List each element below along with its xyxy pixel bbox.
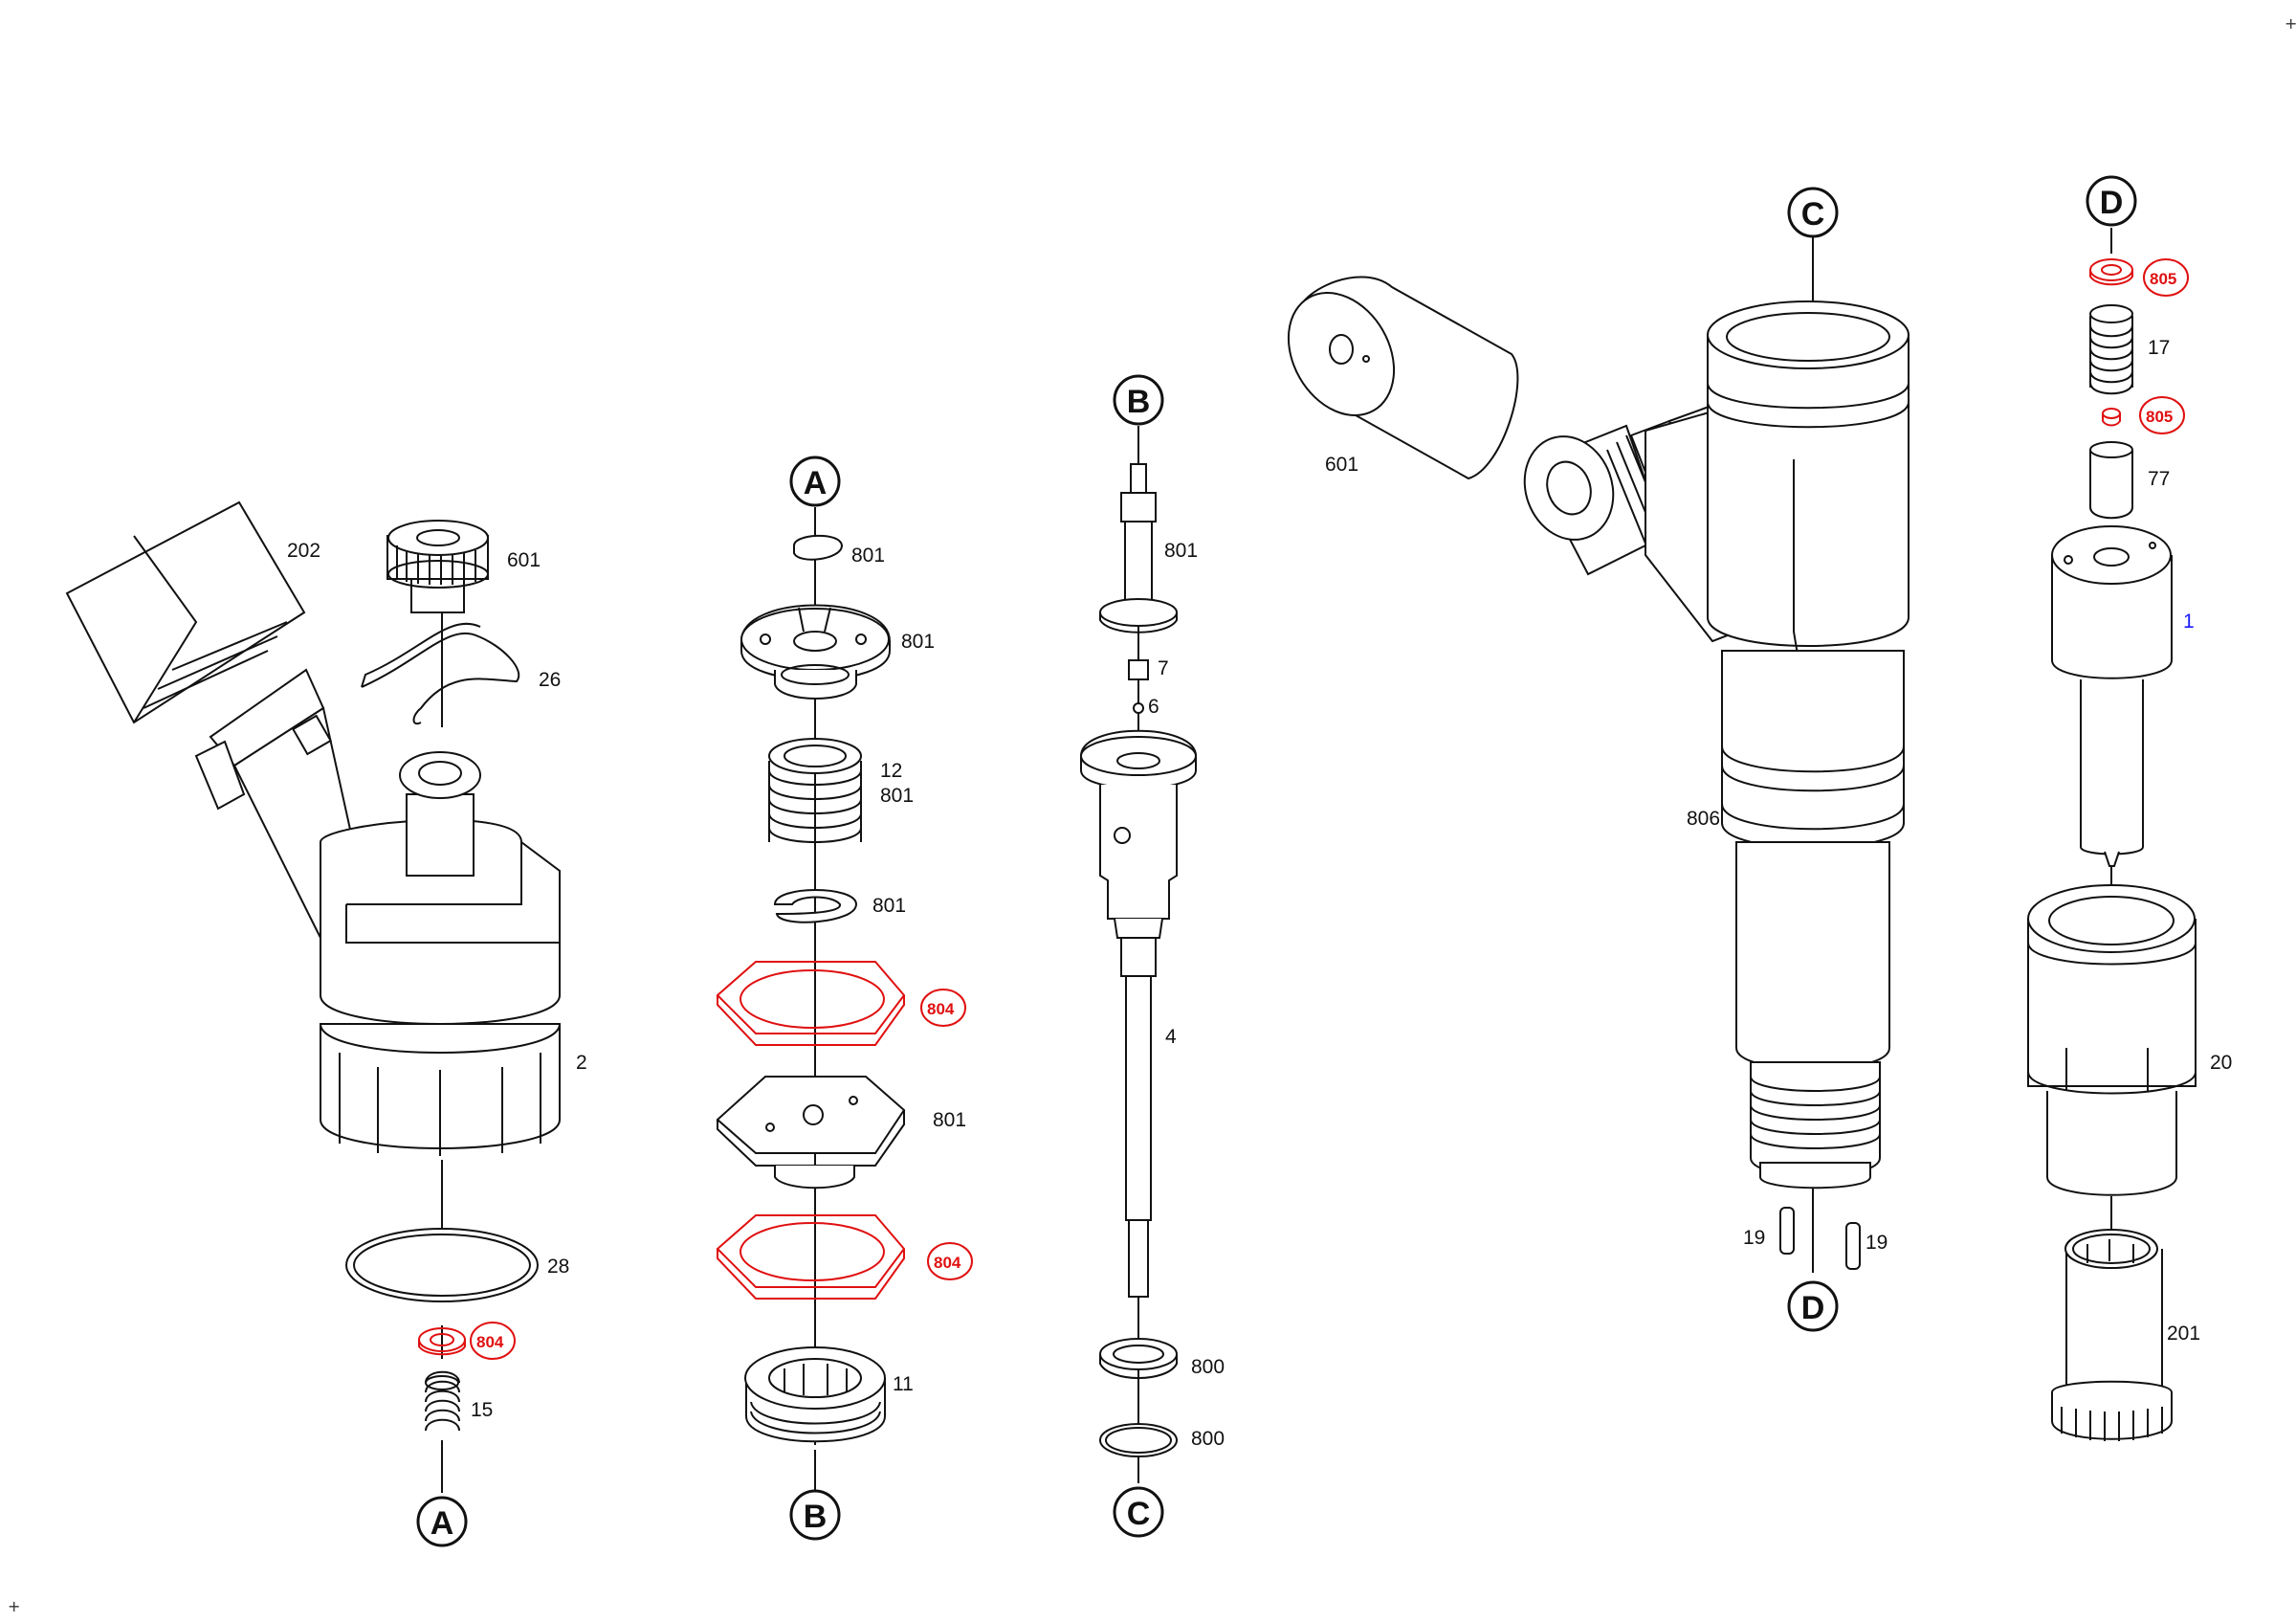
svg-text:A: A: [430, 1505, 454, 1542]
group-injector-body: C: [1268, 187, 1910, 1332]
callout-circle-804: [920, 989, 966, 1027]
label-11: 11: [893, 1373, 914, 1395]
label-804: 804: [476, 1333, 504, 1351]
group-housing: 202 601 26 2 28 804 15 A: [65, 500, 587, 1547]
label-20: 20: [2210, 1052, 2232, 1074]
corner-mark-bottom-left: +: [8, 1597, 20, 1615]
label-17: 17: [2148, 337, 2170, 359]
label-12: 12: [880, 760, 902, 782]
shim-804-large-upper[interactable]: [716, 961, 906, 1046]
spring-17[interactable]: [2089, 304, 2133, 395]
sleeve-201[interactable]: [2051, 1229, 2173, 1441]
seal-ring-800-upper[interactable]: [1099, 1338, 1178, 1379]
shim-805-lower[interactable]: [2102, 408, 2121, 427]
label-77: 77: [2148, 468, 2170, 490]
corner-mark-top-right: +: [2285, 14, 2296, 33]
label-6: 6: [1148, 696, 1159, 718]
marker-B-bottom[interactable]: B: [789, 1489, 841, 1541]
seal-ring-800-lower[interactable]: [1099, 1423, 1178, 1457]
group-nozzle-assembly: D: [2027, 175, 2232, 1441]
marker-C-bottom[interactable]: C: [1113, 1486, 1164, 1538]
link-label-1[interactable]: 1: [2183, 611, 2195, 633]
clip-801-top[interactable]: [793, 534, 844, 561]
label-201: 201: [2167, 1323, 2200, 1345]
spring-12[interactable]: [768, 738, 862, 843]
svg-text:D: D: [1801, 1290, 1825, 1326]
marker-D-top[interactable]: D: [2086, 175, 2137, 227]
svg-text:C: C: [1127, 1496, 1151, 1532]
svg-text:A: A: [804, 465, 828, 501]
label-806: 806: [1687, 808, 1720, 830]
group-valve-stack: A: [716, 456, 973, 1541]
shim-804-large-lower[interactable]: [716, 1214, 906, 1300]
callout-circle-804: [927, 1242, 973, 1280]
callout-circle-805: [2139, 396, 2185, 434]
label-805: 805: [2146, 408, 2173, 426]
label-7: 7: [1158, 657, 1169, 679]
protective-cap-601[interactable]: [1268, 274, 1519, 480]
c-ring-801[interactable]: [773, 889, 858, 923]
label-202: 202: [287, 540, 320, 562]
label-2: 2: [576, 1052, 587, 1074]
label-801: 801: [1164, 540, 1198, 562]
group-valve-piece: B: [1080, 374, 1225, 1538]
marker-C-top[interactable]: C: [1787, 187, 1839, 238]
label-801: 801: [872, 895, 906, 917]
label-804: 804: [934, 1254, 961, 1272]
armature-disc-801[interactable]: [740, 604, 891, 700]
label-801: 801: [901, 631, 935, 653]
label-15: 15: [471, 1399, 493, 1421]
label-28: 28: [547, 1256, 569, 1278]
marker-B-top[interactable]: B: [1113, 374, 1164, 426]
marker-A-top[interactable]: A: [789, 456, 841, 507]
label-805: 805: [2150, 270, 2176, 288]
label-801: 801: [933, 1109, 966, 1131]
armature-pin-801[interactable]: [1099, 463, 1178, 634]
label-800: 800: [1191, 1356, 1225, 1378]
label-601: 601: [507, 549, 541, 571]
spacer-77[interactable]: [2089, 441, 2133, 520]
dowel-pin-19-right[interactable]: [1845, 1222, 1861, 1270]
nozzle-1[interactable]: [2051, 525, 2173, 867]
spring-15[interactable]: [425, 1370, 460, 1432]
valve-piece-4[interactable]: [1080, 729, 1197, 1298]
label-19: 19: [1743, 1227, 1765, 1249]
retaining-clip-26[interactable]: [361, 622, 520, 725]
dowel-pin-19-left[interactable]: [1779, 1207, 1795, 1255]
callout-circle-805: [2143, 258, 2189, 297]
label-26: 26: [539, 669, 561, 691]
marker-D-bottom[interactable]: D: [1787, 1280, 1839, 1332]
shim-804-group1[interactable]: [418, 1327, 466, 1356]
knurled-nut-601[interactable]: [386, 520, 489, 613]
svg-text:C: C: [1801, 196, 1825, 233]
o-ring-28[interactable]: [345, 1228, 539, 1302]
callout-circle-804: [470, 1322, 516, 1360]
label-601: 601: [1325, 454, 1358, 476]
label-804: 804: [927, 1000, 955, 1018]
label-801: 801: [880, 785, 914, 807]
shim-805-upper[interactable]: [2089, 258, 2133, 286]
label-4: 4: [1165, 1026, 1177, 1048]
nozzle-retaining-nut-20[interactable]: [2027, 884, 2197, 1196]
marker-A-bottom[interactable]: A: [416, 1496, 468, 1547]
label-800: 800: [1191, 1428, 1225, 1450]
injector-body-806[interactable]: [1645, 300, 1910, 1189]
svg-text:B: B: [804, 1499, 828, 1535]
threaded-nut-11[interactable]: [744, 1346, 886, 1443]
svg-text:B: B: [1127, 384, 1151, 420]
ball-6[interactable]: [1133, 702, 1144, 714]
label-801: 801: [851, 545, 885, 567]
injector-housing-2[interactable]: [194, 668, 561, 1156]
svg-text:D: D: [2100, 185, 2124, 221]
valve-plate-801[interactable]: [716, 1076, 906, 1189]
label-19: 19: [1866, 1232, 1888, 1254]
ball-seat-7[interactable]: [1128, 659, 1149, 680]
protective-cap-202[interactable]: [65, 500, 306, 724]
